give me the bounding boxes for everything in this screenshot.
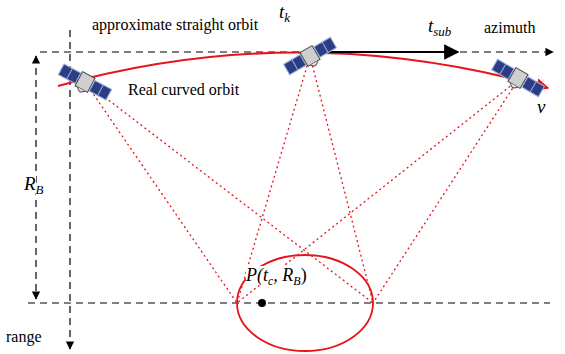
range-symbol: R xyxy=(24,174,36,194)
time-symbol: t xyxy=(279,2,284,22)
target-point xyxy=(258,299,266,307)
axis-label: azimuth xyxy=(484,20,536,37)
beam-lines xyxy=(85,56,518,303)
reference-range-line xyxy=(28,302,550,303)
orbit-label: approximate straight orbit xyxy=(92,17,258,34)
orbit-label: Real curved orbit xyxy=(128,82,239,99)
time-symbol: t xyxy=(428,16,433,36)
point-label: ) xyxy=(301,266,307,285)
beam-footprint xyxy=(237,255,373,351)
velocity-symbol: v xyxy=(537,97,545,117)
slow-time-arrow xyxy=(322,51,458,53)
point-subscript: B xyxy=(293,275,300,288)
point-label: P(t xyxy=(246,266,268,285)
range-subscript: B xyxy=(36,183,44,197)
satellites xyxy=(56,36,545,105)
time-subscript: sub xyxy=(433,25,451,39)
axis-label: range xyxy=(6,329,42,346)
point-label: , R xyxy=(273,266,293,285)
time-subscript: k xyxy=(284,11,290,25)
